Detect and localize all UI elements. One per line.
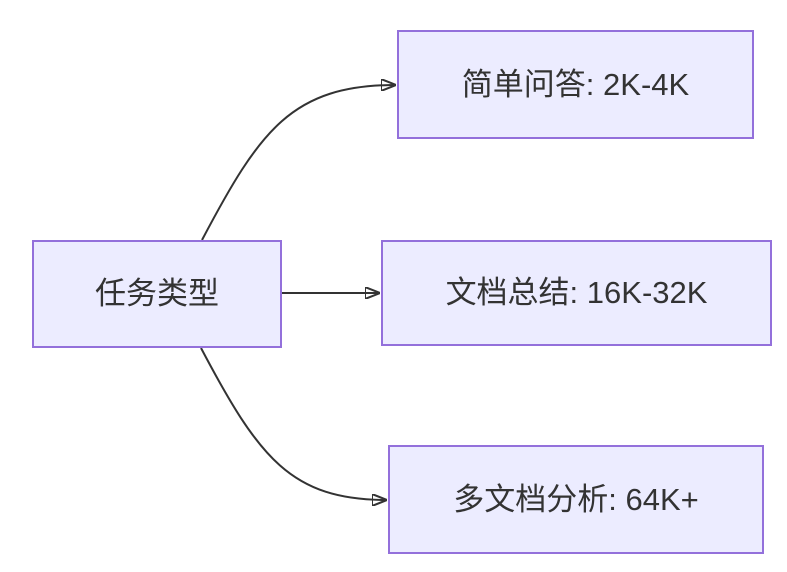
node-multi-doc-analysis-label: 多文档分析: 64K+ [453, 481, 699, 517]
arrow-root-to-branch-2 [200, 347, 387, 500]
node-task-type-label: 任务类型 [95, 276, 219, 312]
node-doc-summary: 文档总结: 16K-32K [381, 240, 772, 346]
node-simple-qa: 简单问答: 2K-4K [397, 30, 754, 139]
arrow-root-to-branch-0 [201, 85, 396, 241]
node-doc-summary-label: 文档总结: 16K-32K [445, 275, 708, 311]
node-simple-qa-label: 简单问答: 2K-4K [461, 66, 690, 102]
node-multi-doc-analysis: 多文档分析: 64K+ [388, 445, 764, 554]
node-task-type: 任务类型 [32, 240, 282, 348]
